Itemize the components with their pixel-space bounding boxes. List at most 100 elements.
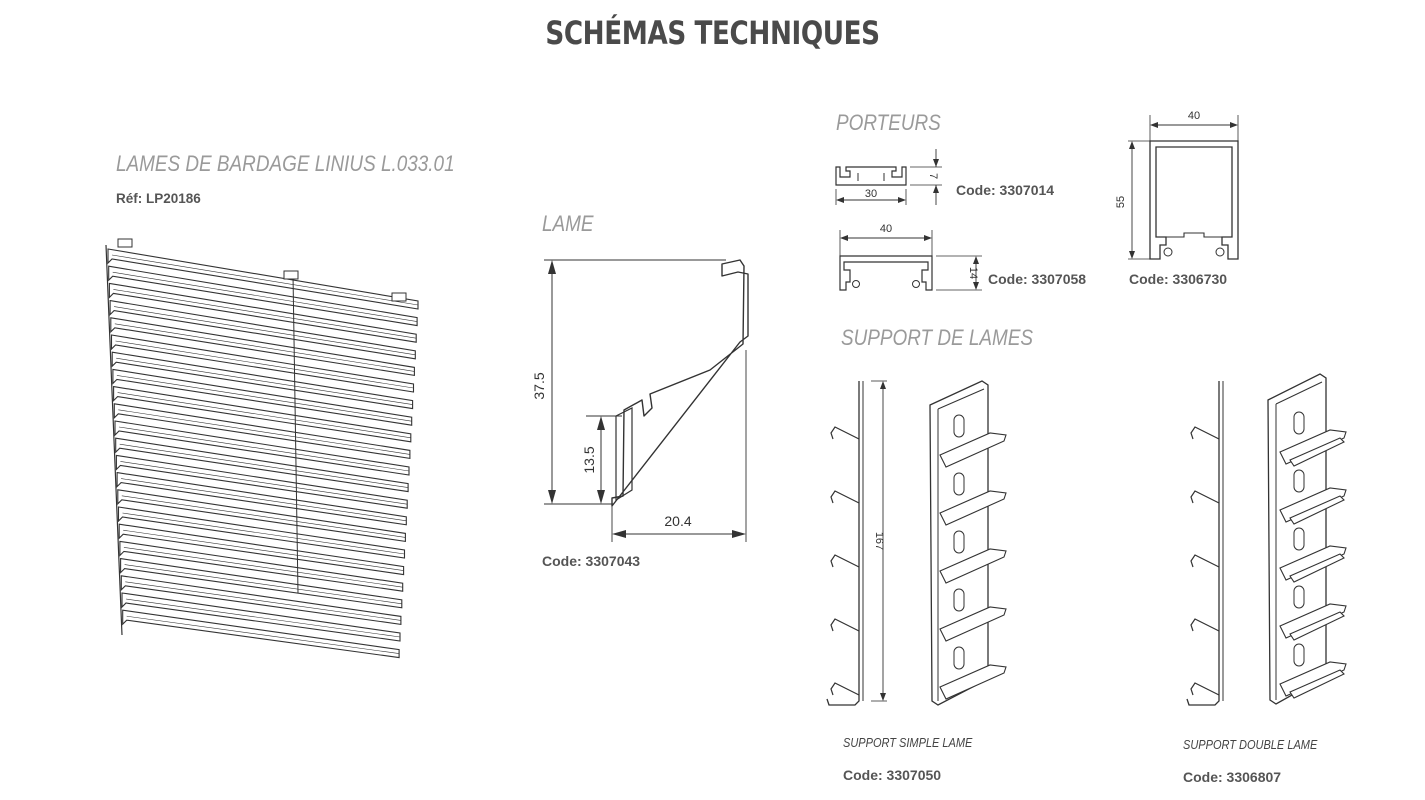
support-double-side-view — [1186, 381, 1224, 706]
cladding-slat-edge — [114, 306, 416, 356]
support-shelf — [1279, 429, 1347, 465]
support-shelf-lip — [1289, 553, 1345, 583]
porteur2-dim-w: 40 — [880, 223, 892, 235]
support-simple-3d-view — [929, 380, 1007, 706]
support-simple-side-view: 167 — [826, 380, 887, 706]
support-shelf — [939, 664, 1007, 700]
support-shelf-lip — [1289, 611, 1345, 641]
cladding-slat — [115, 454, 408, 509]
support-slot — [1293, 469, 1305, 493]
support-slot — [953, 530, 965, 554]
support-hook — [830, 618, 860, 632]
support-slot — [1293, 411, 1305, 435]
cladding-slat — [122, 609, 400, 659]
porteurs-heading: PORTEURS — [836, 110, 941, 135]
cladding-slat-edge — [118, 426, 410, 472]
cladding-slat — [108, 282, 417, 343]
cladding-slat-edge — [112, 271, 418, 322]
lame-profile-shape — [611, 259, 749, 507]
support-shelf — [939, 432, 1007, 468]
support-hook — [830, 490, 860, 504]
support-shelf-lip — [1289, 437, 1345, 467]
support-slot — [953, 414, 965, 438]
cladding-slat-edge — [123, 547, 403, 588]
cladding-slat-edge — [124, 564, 402, 605]
cladding-slat-edge — [122, 512, 405, 555]
cladding-slat-edge — [113, 289, 417, 339]
support-slot — [953, 646, 965, 670]
cladding-slat — [115, 437, 409, 493]
support-hook — [1190, 426, 1220, 440]
support-hook — [1190, 618, 1220, 632]
support-shelf — [1279, 487, 1347, 523]
cladding-slat — [111, 351, 414, 410]
lame-dim-height: 37.5 — [531, 372, 547, 399]
porteur1-dim-h: 7 — [927, 173, 939, 179]
cladding-slat-edge — [121, 495, 406, 538]
support-simple-dim: 167 — [873, 532, 885, 550]
cladding-slat — [121, 592, 401, 642]
cladding-slat — [119, 540, 404, 592]
cladding-slat — [110, 334, 415, 393]
cladding-slat — [118, 523, 405, 576]
lame-heading: LAME — [542, 211, 594, 236]
lame-dim-inner: 13.5 — [581, 446, 597, 473]
support-shelf — [939, 606, 1007, 642]
cladding-slat-edge — [121, 478, 407, 522]
porteur3-code: Code: 3306730 — [1129, 271, 1228, 287]
support-hook — [1190, 682, 1220, 696]
cladding-slat-edge — [111, 254, 419, 306]
support-hook — [1190, 554, 1220, 568]
porteur3-dim-h: 55 — [1115, 196, 1127, 208]
support-shelf-lip — [1289, 495, 1345, 525]
cladding-slat-edge — [118, 409, 410, 455]
support-heading: SUPPORT DE LAMES — [841, 325, 1034, 350]
cladding-slat-edge — [116, 357, 413, 405]
porteur3-dim-w: 40 — [1188, 110, 1200, 122]
cladding-slat-edge — [120, 461, 408, 505]
cladding-slat — [120, 575, 402, 626]
cladding-slat-edge — [116, 375, 412, 422]
cladding-slat-edge — [125, 598, 401, 638]
support-hook — [830, 426, 860, 440]
lame-dim-width: 20.4 — [664, 513, 691, 529]
cladding-slat — [117, 489, 406, 543]
cladding-slat-edge — [126, 615, 400, 654]
cladding-slat — [108, 265, 418, 327]
porteur-profile-2: 40 14 — [839, 223, 982, 291]
lames-bardage-ref: Réf: LP20186 — [116, 191, 201, 206]
support-hook — [830, 682, 860, 696]
support-shelf — [1279, 603, 1347, 639]
cladding-slat — [107, 248, 419, 310]
cladding-slat-edge — [123, 529, 404, 571]
support-shelf — [939, 490, 1007, 526]
support-hook — [1190, 490, 1220, 504]
support-simple-label: SUPPORT SIMPLE LAME — [843, 736, 973, 750]
cladding-slat-edge — [119, 443, 409, 488]
cladding-slat — [117, 506, 406, 559]
page-title: SCHÉMAS TECHNIQUES — [545, 14, 880, 52]
cladding-slat — [109, 299, 416, 360]
cladding-slat — [113, 385, 412, 443]
support-slot — [953, 472, 965, 496]
support-shelf — [1279, 661, 1347, 697]
porteur1-code: Code: 3307014 — [956, 182, 1055, 198]
lame-profile-diagram: 37.5 13.5 20.4 — [531, 259, 749, 542]
cladding-slat-edge — [117, 392, 411, 439]
cladding-slat — [112, 368, 413, 426]
support-shelf — [1279, 545, 1347, 581]
lames-bardage-heading: LAMES DE BARDAGE LINIUS L.033.01 — [116, 151, 455, 176]
support-double-code: Code: 3306807 — [1183, 769, 1282, 785]
cladding-slat-edge — [115, 340, 414, 389]
cladding-slat — [120, 557, 403, 609]
support-simple-code: Code: 3307050 — [843, 767, 942, 783]
cladding-slat — [116, 471, 407, 526]
porteur1-dim-w: 30 — [865, 188, 877, 200]
cladding-slat — [113, 403, 411, 460]
cladding-slat — [110, 317, 415, 377]
lame-code: Code: 3307043 — [542, 553, 641, 569]
support-shelf-lip — [1289, 669, 1345, 699]
cladding-slat-edge — [114, 323, 415, 372]
support-slot — [1293, 585, 1305, 609]
cladding-panel-illustration — [105, 238, 419, 659]
